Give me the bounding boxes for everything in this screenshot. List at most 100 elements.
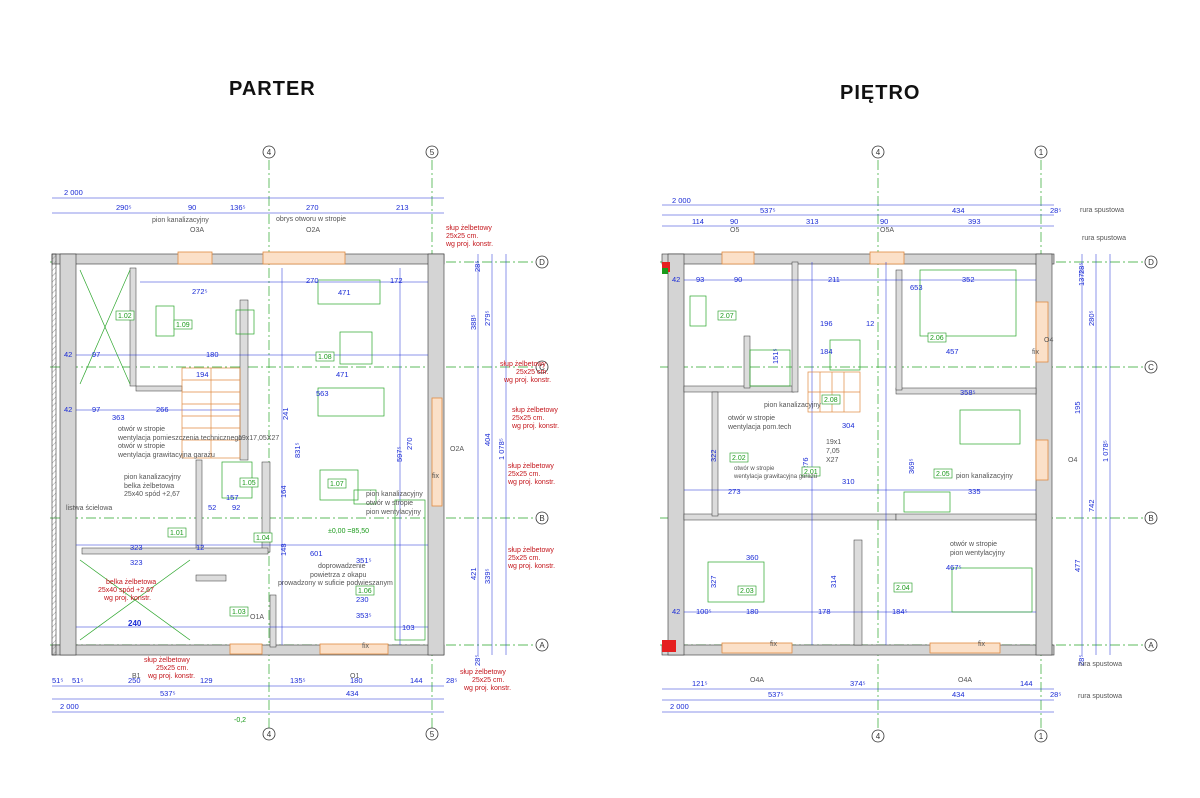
parter-axis-bubbles xyxy=(262,145,549,741)
dim-label: 351⁵ xyxy=(356,556,372,565)
red-note: słup żelbetowy xyxy=(500,361,546,368)
note: rura spustowa xyxy=(1078,661,1122,668)
room-tag: 1.06 xyxy=(358,588,372,595)
dim-label: 250 xyxy=(128,676,141,685)
axis-label: 5 xyxy=(430,730,435,739)
red-note: wg proj. konstr. xyxy=(511,423,559,430)
dim-label: 144 xyxy=(410,676,423,685)
note: fix xyxy=(978,641,986,648)
dim-label: 279⁵ xyxy=(483,310,492,326)
room-tag: 1.04 xyxy=(256,535,270,542)
dim-label: 2 000 xyxy=(64,188,83,197)
dim-label: 114 xyxy=(692,217,704,226)
dim-label: 28⁵ xyxy=(446,676,457,685)
window-tag: O4A xyxy=(958,677,972,684)
axis-label: D xyxy=(1148,258,1154,267)
window-tag: O1A xyxy=(250,614,264,621)
note: otwór w stropie xyxy=(950,541,997,548)
dim-label: 339⁵ xyxy=(483,568,492,584)
note: obrys otworu w stropie xyxy=(276,216,346,223)
note: rura spustowa xyxy=(1078,693,1122,700)
note: pion kanalizacyjny xyxy=(124,474,181,481)
axis-bubble xyxy=(1034,729,1048,743)
axis-label: 4 xyxy=(876,732,881,741)
room-tag: 1.02 xyxy=(118,313,132,320)
dim-label: 353⁵ xyxy=(356,611,372,620)
dim-label: 471 xyxy=(336,370,349,379)
red-note: 25x25 cm. xyxy=(446,233,478,240)
dim-label: 323 xyxy=(130,558,143,567)
window-tag: O5A xyxy=(880,227,894,234)
dim-label: 276 xyxy=(801,457,810,470)
dim-label: 28⁵ xyxy=(1077,655,1086,666)
axis-bubble xyxy=(1034,145,1048,159)
axis-bubble xyxy=(1144,511,1158,525)
parter-room-tags xyxy=(115,310,375,617)
axis-bubble xyxy=(262,727,276,741)
dim-label: 290⁵ xyxy=(116,203,132,212)
axis-label: B xyxy=(1148,514,1153,523)
dim-label: 2 000 xyxy=(60,702,79,711)
pietro-windows xyxy=(721,251,1049,654)
note: pion kanalizacyjny xyxy=(366,491,423,498)
note: fix xyxy=(362,643,370,650)
axis-label: 1 xyxy=(1039,732,1044,741)
dim-label: 360 xyxy=(746,553,759,562)
dim-label: 51⁵ xyxy=(72,676,83,685)
window-tag: O1 xyxy=(350,673,359,680)
dim-label: 266 xyxy=(156,405,169,414)
dim-label: 28⁵ xyxy=(1050,206,1061,215)
dim-label: 28⁵ xyxy=(473,655,482,666)
note: otwór w stropie xyxy=(734,466,775,472)
window-tag: O4A xyxy=(750,677,764,684)
dim-label: 363 xyxy=(112,413,125,422)
dim-label: 280⁵ xyxy=(1087,310,1096,326)
dim-label: 272⁵ xyxy=(192,287,208,296)
note: X27 xyxy=(826,457,839,464)
room-tag: 2.03 xyxy=(740,588,754,595)
dim-label: 180 xyxy=(746,607,759,616)
dim-label: 157 xyxy=(226,493,239,502)
red-marker xyxy=(662,262,670,272)
dim-label: 1 078⁵ xyxy=(1101,440,1110,462)
dim-label: 180 xyxy=(350,676,363,685)
axis-bubble xyxy=(535,511,549,525)
note: rura spustowa xyxy=(1080,207,1124,214)
note: otwór w stropie xyxy=(728,415,775,422)
note: wentylacja pom.tech xyxy=(727,424,792,431)
dim-label: 42 xyxy=(672,275,680,284)
note: 25x40 spód +2,67 xyxy=(124,491,180,498)
red-note: słup żelbetowy xyxy=(508,463,554,470)
dim-label: 97 xyxy=(92,350,100,359)
dim-label: 103 xyxy=(402,623,415,632)
room-tag: 2.01 xyxy=(804,469,818,476)
axis-bubble xyxy=(262,145,276,159)
note: listwa ścielowa xyxy=(66,505,112,512)
axis-bubble xyxy=(425,145,439,159)
red-note: 25x25 cm. xyxy=(512,415,544,422)
pietro-axis-bubbles xyxy=(871,145,1158,743)
dim-label: 563 xyxy=(316,389,329,398)
dim-label: 42 xyxy=(672,607,680,616)
dim-label: 404 xyxy=(483,433,492,446)
note: fix xyxy=(432,473,440,480)
dim-label: 93 xyxy=(696,275,704,284)
axis-bubble xyxy=(1144,255,1158,269)
note: powietrza z okapu xyxy=(310,572,367,579)
red-note: wg proj. konstr. xyxy=(507,479,555,486)
title-pietro: PIĘTRO xyxy=(840,82,921,104)
note: otwór w stropie xyxy=(118,443,165,450)
axis-bubble xyxy=(535,255,549,269)
note: pion kanalizacyjny xyxy=(152,217,209,224)
room-tag: 2.08 xyxy=(824,397,838,404)
dim-label: 148 xyxy=(279,543,288,556)
note: otwór w stropie xyxy=(118,426,165,433)
dim-label: 393 xyxy=(968,217,981,226)
dim-label: 388⁵ xyxy=(469,314,478,330)
dim-label: 653 xyxy=(910,283,923,292)
pietro-room-tags xyxy=(717,310,953,596)
level-mark: -0,2 xyxy=(234,717,246,724)
dim-label: 42 xyxy=(64,405,72,414)
parter-furniture xyxy=(79,269,426,641)
